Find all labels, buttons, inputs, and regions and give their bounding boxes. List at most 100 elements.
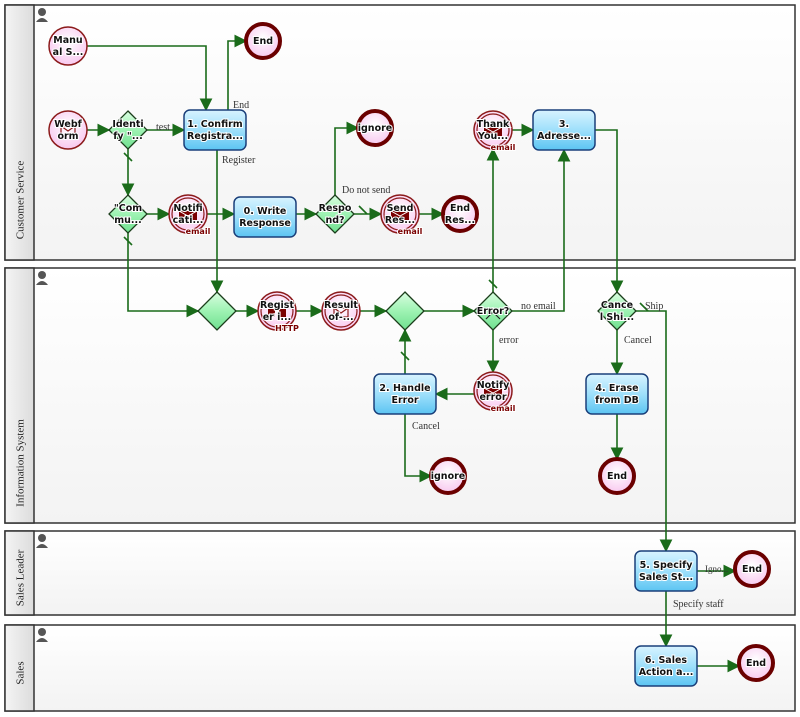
event-type-tag: email bbox=[491, 404, 516, 413]
intermediate-event-shape bbox=[321, 291, 361, 331]
node-label: of-... bbox=[328, 312, 353, 323]
node-label: Res... bbox=[385, 215, 415, 226]
node-communicate[interactable]: "Commu... bbox=[108, 194, 148, 234]
node-endres[interactable]: EndRes... bbox=[441, 195, 479, 233]
lane-performer-icon bbox=[36, 8, 48, 22]
node-result[interactable]: Resultof-... bbox=[321, 291, 361, 331]
node-label: error bbox=[479, 392, 506, 403]
node-label: Adresse... bbox=[537, 131, 591, 142]
node-error[interactable]: Error? bbox=[473, 291, 513, 331]
node-notification[interactable]: emailNotificati... bbox=[168, 194, 212, 237]
end-event-shape bbox=[737, 644, 775, 682]
sequence-flow-adresse-cancelship[interactable] bbox=[595, 129, 624, 294]
end-event-shape bbox=[244, 22, 282, 60]
end-event-shape bbox=[733, 550, 771, 588]
node-label: Send bbox=[387, 203, 414, 214]
node-label: Notifi bbox=[173, 203, 202, 214]
node-label: Identi bbox=[112, 119, 143, 130]
node-label: ignore bbox=[358, 123, 392, 134]
default-flow-marker-communicate bbox=[123, 236, 133, 246]
node-end1[interactable]: End bbox=[244, 22, 282, 60]
event-type-tag: email bbox=[491, 143, 516, 152]
node-sendres[interactable]: email SendRes... bbox=[380, 194, 424, 237]
node-merge2[interactable] bbox=[385, 291, 425, 331]
event-type-tag: email bbox=[398, 227, 423, 236]
sequence-flow-confirm-end1[interactable] bbox=[227, 34, 248, 110]
node-label: Res... bbox=[445, 215, 475, 226]
end-event-shape bbox=[598, 457, 636, 495]
task-shape bbox=[634, 550, 698, 592]
node-label: 5. Specify bbox=[640, 560, 694, 571]
task-shape bbox=[233, 196, 297, 238]
default-flow-marker-cancelship bbox=[639, 302, 649, 312]
sequence-flow-cancelship-specify[interactable] bbox=[636, 310, 673, 553]
intermediate-event-shape bbox=[257, 291, 297, 331]
node-label: Response bbox=[239, 218, 291, 229]
gateway-shape bbox=[108, 194, 148, 234]
lane-performer-icon bbox=[36, 628, 48, 642]
node-ignore2[interactable]: ignore bbox=[429, 457, 467, 495]
end-event-shape bbox=[356, 109, 394, 147]
sequence-flow-handle-ignore2[interactable] bbox=[404, 414, 433, 483]
node-confirm[interactable]: 1. ConfirmRegistra... bbox=[183, 109, 247, 151]
edge-label-cancel-handle: Cancel bbox=[412, 421, 440, 432]
node-label: Cance bbox=[601, 300, 633, 311]
node-thankyou[interactable]: emailThankYou... bbox=[473, 110, 517, 153]
message-icon bbox=[60, 125, 76, 136]
node-label: You... bbox=[477, 131, 508, 142]
edge-label-ship: Ship bbox=[645, 301, 663, 312]
node-label: 0. Write bbox=[244, 206, 287, 217]
node-label: 6. Sales bbox=[645, 655, 687, 666]
node-label: Manu bbox=[53, 35, 82, 46]
event-type-tag: email bbox=[186, 227, 211, 236]
edge-label-cancel-ship: Cancel bbox=[624, 335, 652, 346]
node-adresse[interactable]: 3.Adresse... bbox=[532, 109, 596, 151]
edge-label-error: error bbox=[499, 335, 519, 346]
node-label: "Com bbox=[114, 203, 142, 214]
sequence-flow-manual-confirm[interactable] bbox=[87, 45, 213, 112]
node-label: End bbox=[742, 564, 762, 575]
node-label: Error bbox=[391, 395, 418, 406]
node-merge1[interactable] bbox=[197, 291, 237, 331]
edge-label-ignore: Igno... bbox=[705, 564, 728, 574]
gateway-shape bbox=[315, 194, 355, 234]
node-end2[interactable]: End bbox=[598, 457, 636, 495]
edge-label-no-email: no email bbox=[521, 301, 556, 312]
node-label: er i... bbox=[263, 312, 292, 323]
node-end4[interactable]: End bbox=[737, 644, 775, 682]
sequence-flow-respond-ignore1[interactable] bbox=[334, 121, 360, 195]
lane-label: Sales Leader bbox=[15, 549, 27, 606]
sequence-flow-communicate-merge1[interactable] bbox=[127, 233, 200, 318]
node-cancelship[interactable]: Cancel Shi... bbox=[597, 291, 637, 331]
end-event-shape bbox=[429, 457, 467, 495]
node-label: mu... bbox=[114, 215, 142, 226]
node-label: al S... bbox=[53, 47, 84, 58]
node-label: Action a... bbox=[639, 667, 694, 678]
gateway-shape bbox=[108, 110, 148, 150]
node-label: End bbox=[607, 471, 627, 482]
node-end3[interactable]: End bbox=[733, 550, 771, 588]
sequence-flow-error-adresse[interactable] bbox=[512, 148, 571, 312]
node-label: Regist bbox=[260, 300, 294, 311]
exclusive-marker-icon bbox=[485, 311, 501, 320]
start-event-shape bbox=[48, 26, 88, 66]
gateway-shape bbox=[473, 291, 513, 331]
lane-label: Sales bbox=[15, 661, 27, 684]
node-ignore1[interactable]: ignore bbox=[356, 109, 394, 147]
default-flow-marker-error bbox=[488, 279, 498, 289]
node-label: nd? bbox=[325, 215, 344, 226]
lane-label: Customer Service bbox=[15, 161, 27, 240]
node-label: Registra... bbox=[187, 131, 243, 142]
